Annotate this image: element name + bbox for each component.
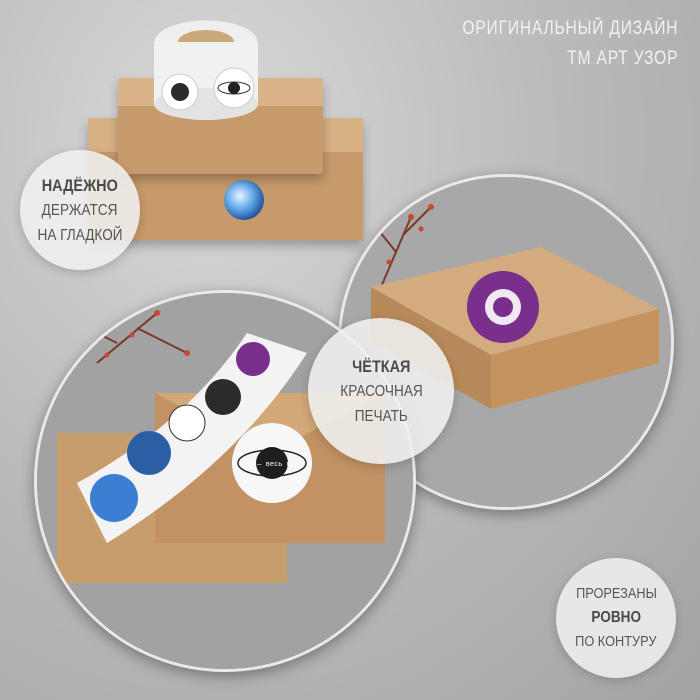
badge-print: ЧЁТКАЯ КРАСОЧНАЯ ПЕЧАТЬ	[308, 318, 454, 464]
badge-print-line3: ПЕЧАТЬ	[354, 407, 408, 425]
badge-cut: ПРОРЕЗАНЫ РОВНО ПО КОНТУРУ	[556, 558, 676, 678]
sun-sticker-icon	[236, 342, 270, 376]
badge-reliable-line3: НА ГЛАДКОЙ	[37, 226, 123, 244]
badge-reliable-line2: ДЕРЖАТСЯ	[42, 201, 118, 219]
headline-line2: ТМ АРТ УЗОР	[566, 48, 678, 69]
badge-cut-line1: ПРОРЕЗАНЫ	[575, 585, 657, 602]
sticker-text: ты — весь мир	[245, 461, 300, 469]
badge-cut-line3: ПО КОНТУРУ	[575, 633, 657, 650]
ice-sticker-icon	[90, 474, 138, 522]
badge-print-line2: КРАСОЧНАЯ	[339, 382, 423, 400]
badge-reliable: НАДЁЖНО ДЕРЖАТСЯ НА ГЛАДКОЙ	[20, 150, 140, 270]
sticker-roll-icon	[153, 19, 259, 120]
badge-print-bold: ЧЁТКАЯ	[351, 356, 411, 376]
headline: ОРИГИНАЛЬНЫЙ ДИЗАЙН ТМ АРТ УЗОР	[462, 14, 678, 74]
ice-sticker-icon	[224, 180, 264, 220]
badge-reliable-bold: НАДЁЖНО	[41, 175, 119, 195]
badge-cut-bold: РОВНО	[591, 609, 641, 626]
headline-line1: ОРИГИНАЛЬНЫЙ ДИЗАЙН	[462, 18, 678, 39]
